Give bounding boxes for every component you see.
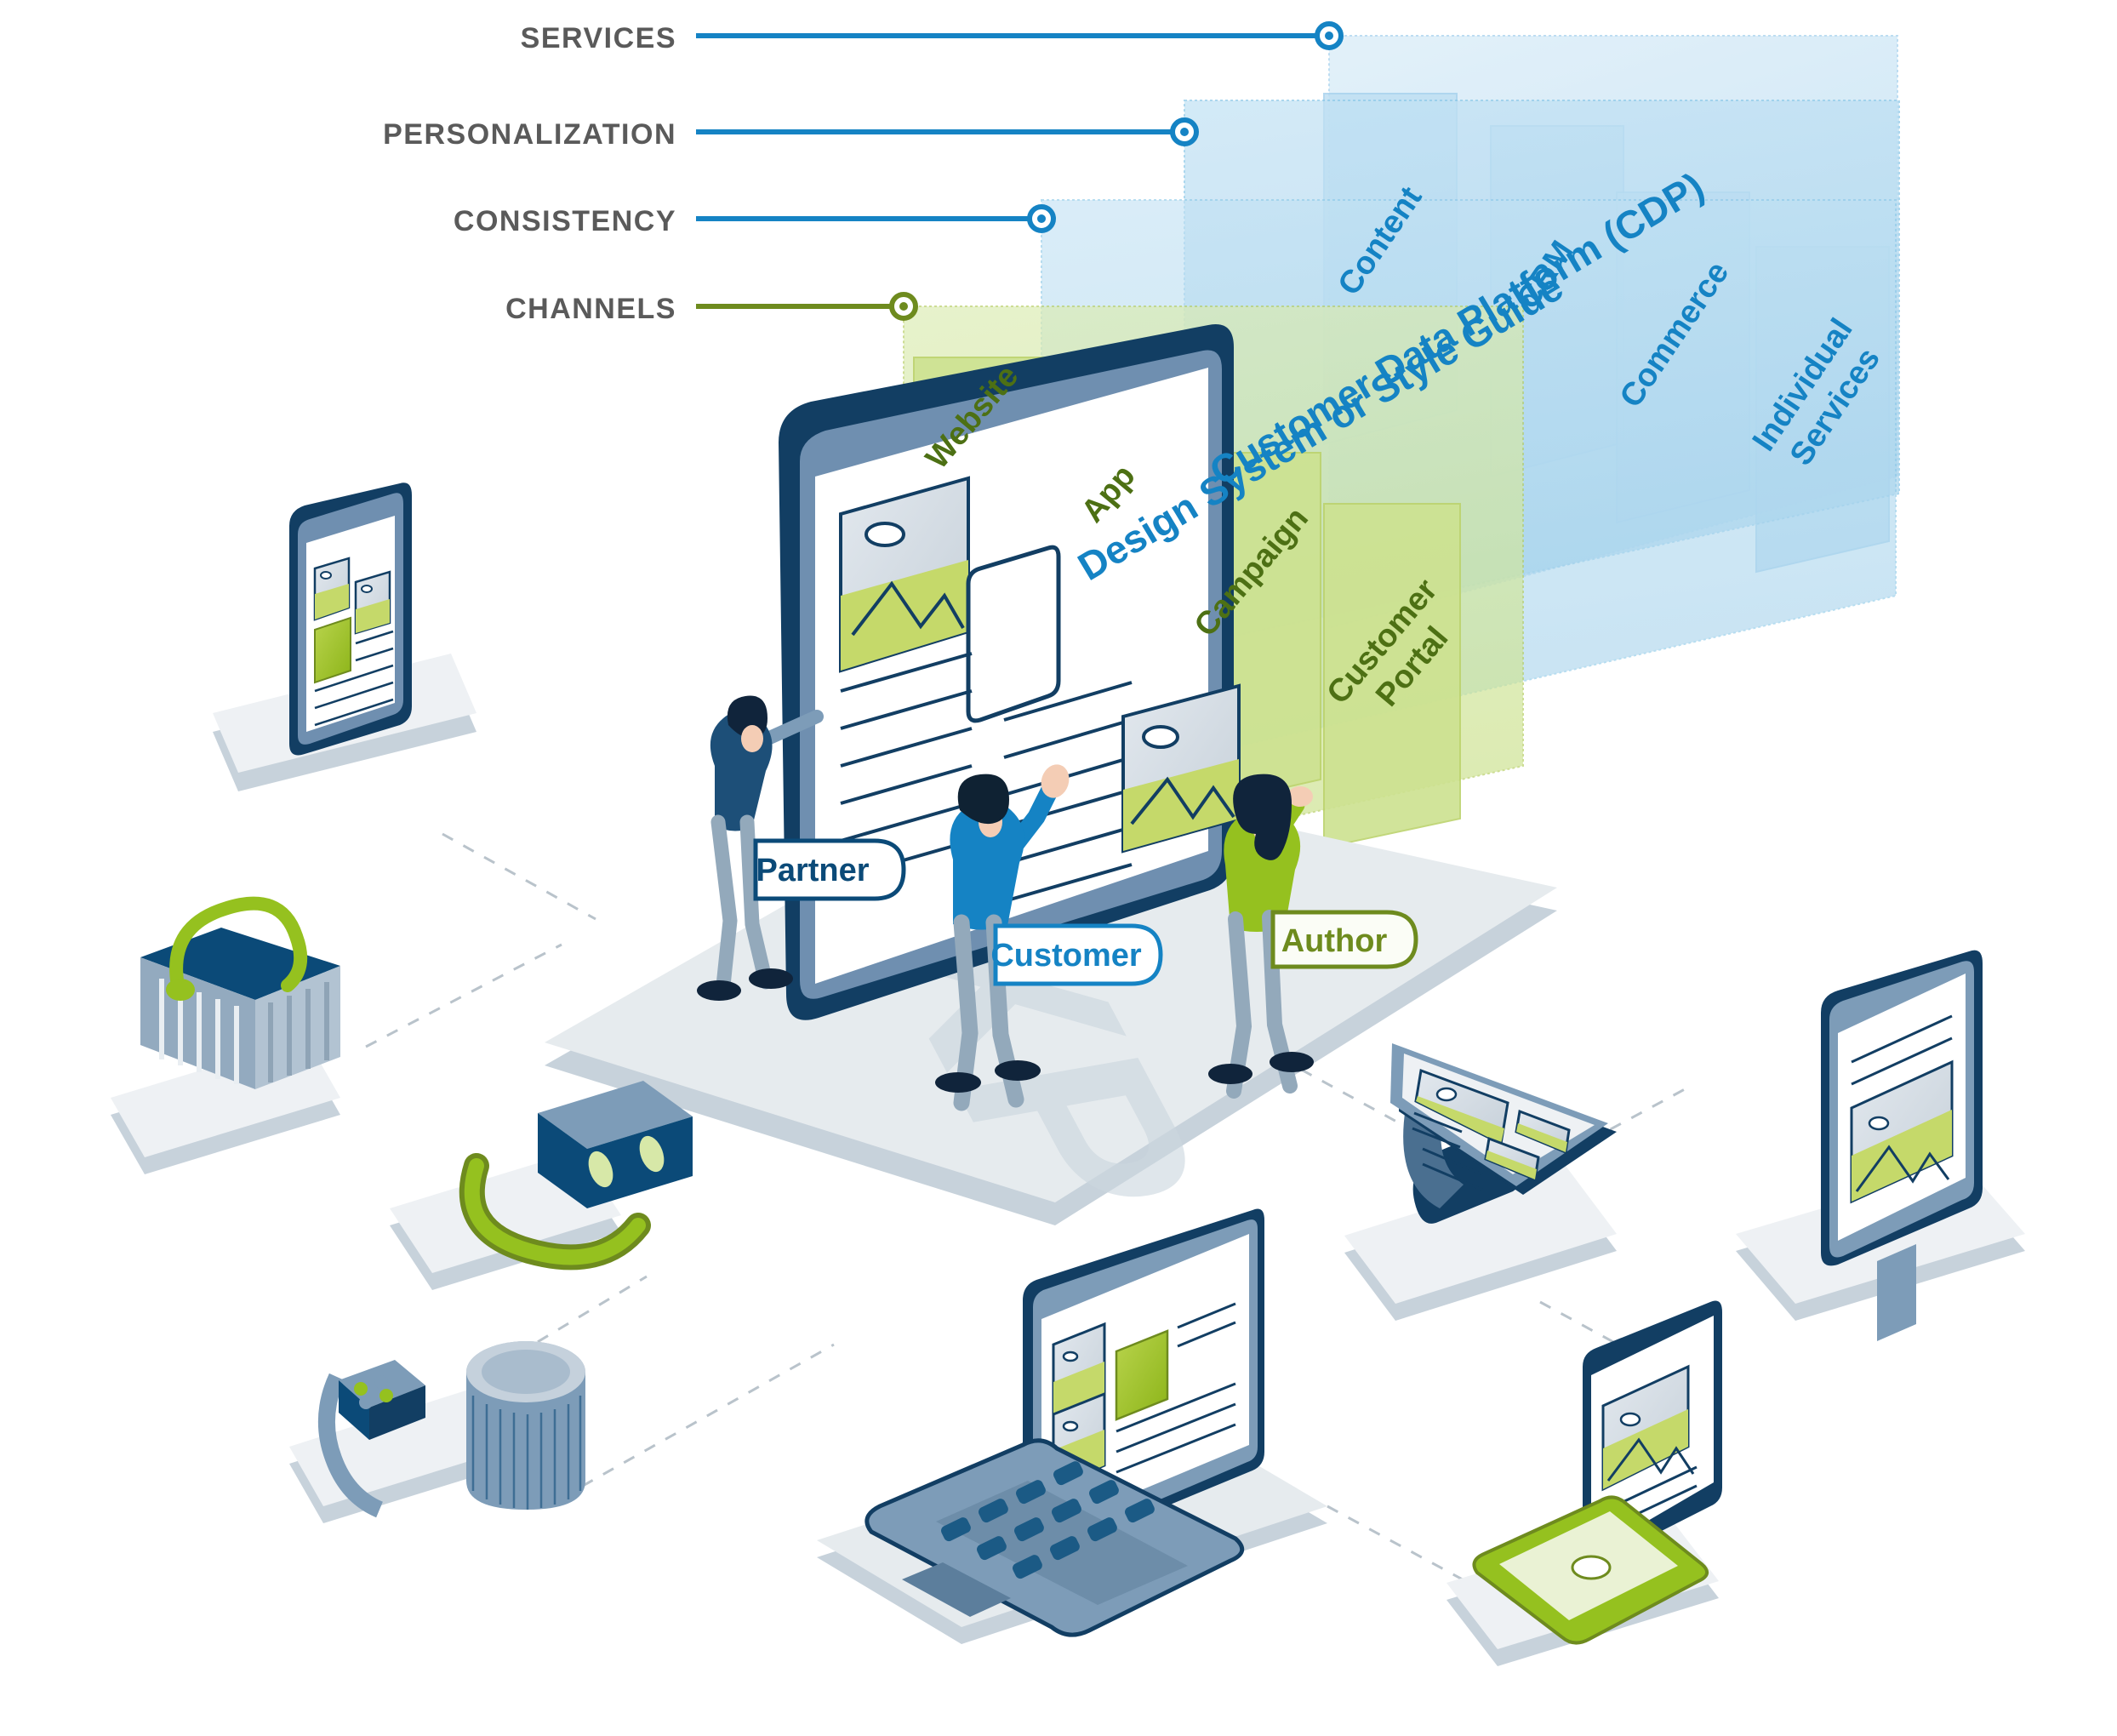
laptop-device [817, 1208, 1327, 1644]
actor-pill-label-author: Author [1281, 923, 1388, 959]
platform-floor [545, 770, 1557, 1225]
main-display-screen [779, 324, 1241, 1020]
callout-group-channels [696, 292, 918, 321]
actor-pill-customer: Customer [990, 923, 1163, 986]
callout-group-personalization [696, 117, 1199, 146]
shopping-basket-device [111, 896, 340, 1174]
actor-customer [935, 764, 1070, 1111]
actor-pill-partner: Partner [753, 838, 906, 901]
smartwatch-device [289, 1360, 511, 1523]
smartphone-device [213, 483, 476, 791]
callout-group-consistency [696, 204, 1056, 233]
touch-kiosk-device [1344, 1043, 1617, 1321]
vr-goggles-device [390, 1081, 693, 1290]
callout-label-services: SERVICES [521, 22, 676, 54]
digital-signage-device [1736, 950, 2025, 1341]
callout-label-channels: CHANNELS [505, 293, 676, 325]
tablet-device [1447, 1300, 1722, 1666]
callout-label-consistency: CONSISTENCY [454, 205, 676, 237]
actor-pill-label-partner: Partner [756, 853, 869, 888]
actor-pill-author: Author [1270, 910, 1418, 969]
actor-pill-label-customer: Customer [990, 938, 1142, 974]
callout-label-personalization: PERSONALIZATION [383, 118, 676, 151]
callout-group-services [696, 21, 1344, 50]
smart-speaker-device [466, 1341, 585, 1510]
actor-partner [697, 695, 824, 1001]
